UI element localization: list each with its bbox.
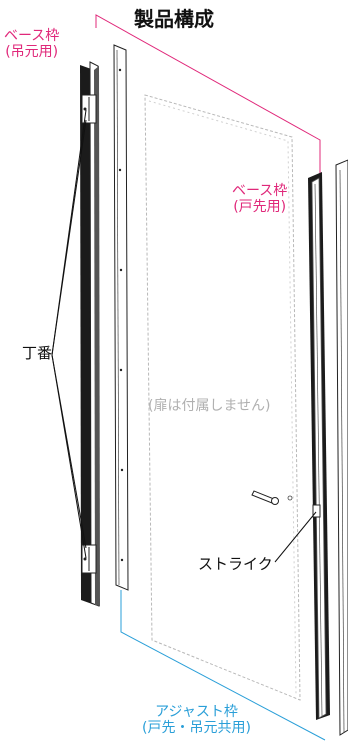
base-frame-hinge-label: ベース枠 (吊元用): [4, 28, 59, 60]
door-handle-icon: [251, 490, 293, 505]
strike-plate-icon: [312, 504, 321, 518]
adjust-frame-strike-side: [335, 159, 348, 736]
hinge-leader-lines: [51, 109, 87, 559]
base-frame-hinge-label-line1: ベース枠: [4, 28, 60, 44]
door-outline: [144, 94, 301, 701]
adjust-frame-label-line1: アジャスト枠: [155, 704, 238, 720]
hinge-label: 丁番: [22, 344, 53, 362]
strike-label: ストライク: [198, 555, 273, 573]
base-frame-leader-line: [95, 14, 321, 175]
adjust-frame-label-line2: (戸先・吊元共用): [142, 720, 251, 737]
page-title: 製品構成: [134, 7, 214, 31]
base-frame-strike-side: [308, 172, 330, 720]
adjust-frame-hinge-side: [113, 44, 129, 591]
base-frame-hinge-side: [80, 61, 100, 607]
base-frame-hinge-label-line2: (吊元用): [5, 44, 59, 61]
strike-leader-line: [274, 511, 317, 563]
base-frame-strike-label-line2: (戸先用): [233, 199, 287, 216]
adjust-frame-leader-line: [120, 590, 326, 741]
door-not-included-note: (扉は付属しません): [148, 398, 271, 414]
base-frame-strike-label: ベース枠 (戸先用): [232, 183, 287, 215]
adjust-frame-label: アジャスト枠 (戸先・吊元共用): [142, 704, 251, 736]
base-frame-strike-label-line1: ベース枠: [232, 183, 288, 199]
hinge-top-icon: [81, 94, 97, 124]
